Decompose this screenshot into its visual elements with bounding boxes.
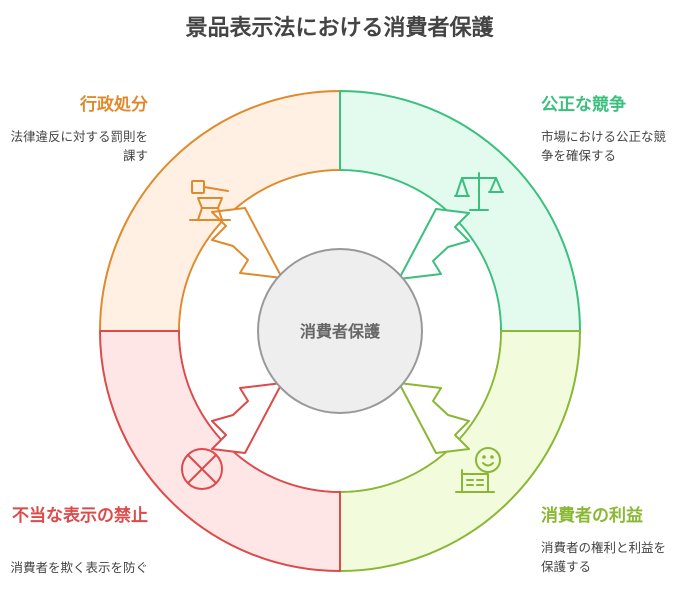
prohibited-icon xyxy=(181,448,223,490)
center-circle xyxy=(257,248,423,414)
page-title: 景品表示法における消費者保護 xyxy=(185,16,494,41)
benefit-title: 消費者の利益 xyxy=(541,506,643,526)
admin-description: 法律違反に対する罰則を課す xyxy=(10,129,148,163)
segment-prohibition xyxy=(99,330,341,572)
scales-icon xyxy=(454,172,504,211)
prohibition-title: 不当な表示の禁止 xyxy=(12,506,148,526)
prohibition-description: 消費者を欺く表示を防ぐ xyxy=(10,560,148,575)
competition-description: 市場における公正な競争を確保する xyxy=(541,129,667,163)
benefit-description: 消費者の権利と利益を保護する xyxy=(541,540,667,574)
happy-customer-icon xyxy=(455,447,501,493)
center-label: 消費者保護 xyxy=(300,322,381,341)
admin-title: 行政処分 xyxy=(80,95,148,115)
gavel-icon xyxy=(189,180,231,221)
competition-title: 公正な競争 xyxy=(541,95,626,115)
